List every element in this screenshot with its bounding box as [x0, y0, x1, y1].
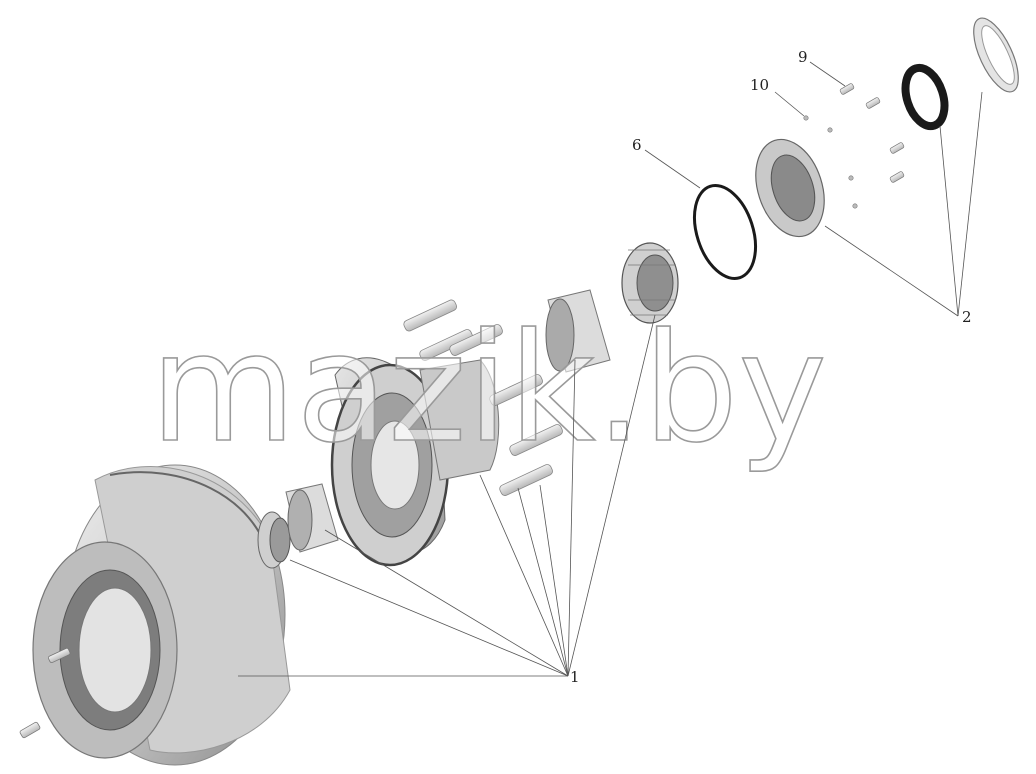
callout-10: 10 — [750, 76, 769, 94]
callout-9: 9 — [798, 48, 808, 66]
outer-bearing-cone — [621, 242, 679, 324]
inner-bearing-cup — [285, 483, 339, 553]
watermark: mazik.by — [150, 302, 827, 476]
leader-lines-1 — [238, 314, 656, 677]
brake-drum — [32, 464, 291, 766]
inner-bearing-cone — [257, 511, 291, 569]
cover-bolts-9 — [839, 83, 905, 183]
outer-bearing-cup — [545, 289, 611, 373]
drum-bolt — [19, 721, 41, 739]
callout-1: 1 — [570, 668, 580, 686]
callout-6: 6 — [632, 136, 642, 154]
washers-10 — [803, 115, 858, 209]
leader-line-9 — [809, 61, 846, 87]
wheel-hub — [330, 357, 500, 567]
leader-line-10 — [774, 91, 805, 117]
seal-ring — [901, 63, 949, 131]
leader-lines-2 — [824, 91, 983, 317]
hub-cover — [755, 138, 825, 238]
leader-line-6 — [644, 149, 701, 189]
gasket-6 — [693, 184, 757, 280]
drum-stud — [48, 647, 71, 664]
retainer-ring — [973, 17, 1019, 93]
callout-2: 2 — [962, 308, 972, 326]
hub-studs — [403, 299, 563, 496]
